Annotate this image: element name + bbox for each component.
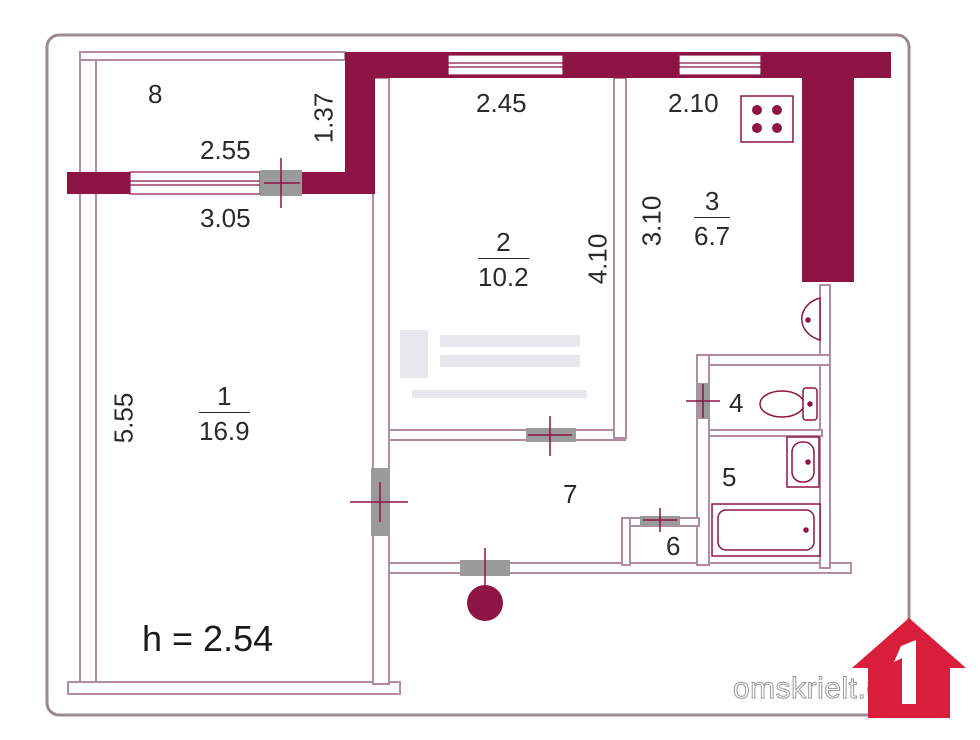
stamp-watermark: [400, 330, 587, 398]
window-kitchen: [678, 54, 762, 76]
room-3-area: 6.7: [694, 221, 731, 251]
room1-bottom-sill: [67, 681, 401, 695]
window-balcony: [129, 171, 261, 195]
door-markers: [264, 158, 720, 590]
corridor-left-wall: [372, 77, 390, 685]
left-outer-wall: [79, 53, 97, 685]
wc-bottom-wall: [708, 429, 823, 437]
wash-basin-icon: [786, 436, 820, 488]
ceiling-height: h = 2.54: [142, 618, 274, 659]
room-3-number: 3: [694, 188, 731, 218]
kitchen-length: 3.10: [636, 195, 667, 247]
kitchen-sink-icon: [801, 297, 821, 341]
kitchen-width: 2.10: [668, 88, 719, 118]
room2-length: 4.10: [582, 233, 613, 285]
balcony-top-rail: [79, 51, 346, 61]
toilet-icon: [759, 387, 818, 421]
room-5-label: 5: [722, 462, 737, 492]
room-8-label: 8: [148, 79, 163, 109]
room-6-label: 6: [666, 531, 681, 561]
thin-walls: [67, 51, 852, 695]
room-4-label: 4: [729, 388, 744, 418]
room-2-label: 2 10.2: [478, 229, 529, 290]
room-2-area: 10.2: [478, 262, 529, 292]
room-2-number: 2: [478, 229, 529, 259]
room-1-number: 1: [199, 383, 250, 413]
room-3-label: 3 6.7: [694, 188, 731, 251]
bathroom-right-wall: [819, 284, 831, 569]
agency-logo: [852, 618, 966, 718]
window-room2: [447, 54, 564, 76]
room1-length: 5.55: [108, 392, 139, 444]
room-1-label: 1 16.9: [199, 383, 250, 444]
corridor-bottom-wall: [388, 562, 852, 574]
room2-right-wall: [613, 77, 627, 439]
room-1-area: 16.9: [199, 416, 250, 446]
balcony-width-bottom: 3.05: [200, 203, 251, 233]
entry-marker: [467, 585, 503, 621]
closet-left-wall: [621, 517, 631, 566]
stove-icon: [740, 95, 794, 143]
room2-bottom-wall: [388, 429, 626, 441]
balcony-width-top: 2.55: [200, 135, 251, 165]
room-7-label: 7: [563, 479, 578, 509]
top-exterior-wall: [345, 52, 891, 78]
plan-frame: [45, 33, 911, 717]
balcony-depth: 1.37: [308, 92, 339, 144]
room2-width: 2.45: [476, 88, 527, 118]
bathroom-top-wall: [696, 354, 831, 366]
bathtub-icon: [711, 503, 821, 557]
kitchen-right-wall: [802, 52, 854, 282]
windows: [129, 54, 762, 195]
